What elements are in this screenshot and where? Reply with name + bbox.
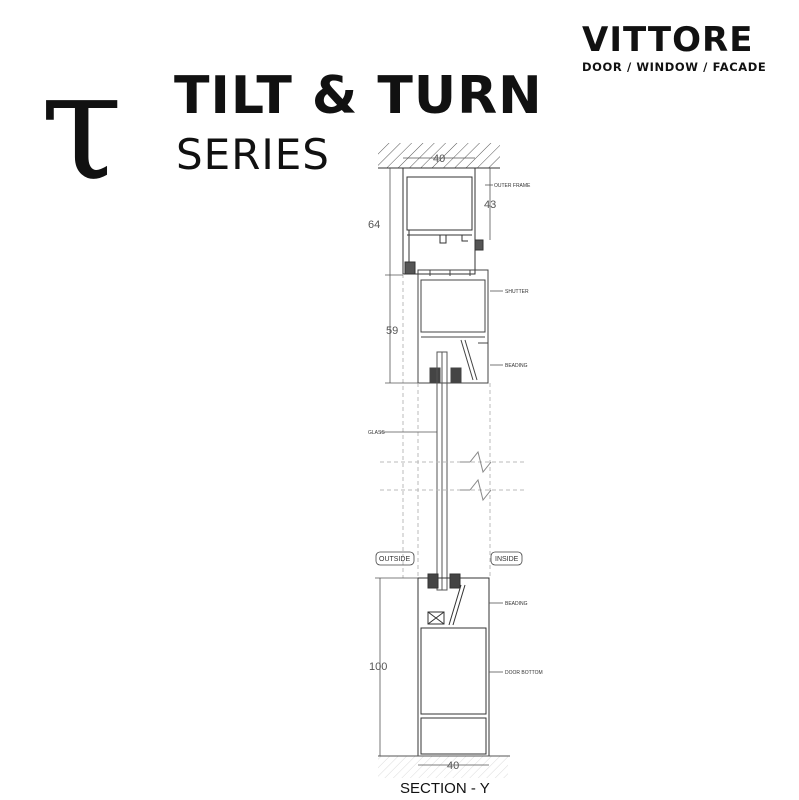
label-door-bottom: DOOR BOTTOM	[505, 670, 543, 676]
label-beading-top: BEADING	[505, 363, 528, 369]
guide-lines	[380, 274, 525, 578]
dim-bottom-width: 40	[447, 760, 459, 772]
shutter-profile	[417, 269, 489, 384]
dim-shutter-height: 59	[386, 325, 398, 337]
dim-frame-height: 64	[368, 219, 380, 231]
page-subtitle: SERIES	[176, 130, 330, 179]
page-title: TILT & TURN	[174, 66, 543, 126]
label-beading-bottom: BEADING	[505, 601, 528, 607]
glass-pane	[436, 351, 448, 591]
brand-tagline: DOOR / WINDOW / FACADE	[582, 60, 767, 74]
brand-name: VITTORE	[582, 20, 754, 60]
door-bottom-profile	[417, 573, 490, 757]
brand-logo: VITTORE DOOR / WINDOW / FACADE	[582, 22, 782, 74]
tau-symbol: τ	[40, 40, 123, 214]
dim-frame-right: 43	[484, 199, 496, 211]
label-shutter: SHUTTER	[505, 289, 529, 295]
outer-frame-profile	[402, 167, 484, 275]
label-inside: INSIDE	[495, 556, 519, 563]
label-outer-frame: OUTER FRAME	[494, 183, 531, 189]
label-outside: OUTSIDE	[379, 556, 410, 563]
dimension-lines	[375, 157, 503, 766]
floor-hatch	[378, 756, 508, 778]
dim-top-width: 40	[433, 153, 445, 165]
dim-bottom-height: 100	[369, 661, 387, 673]
ceiling-hatch	[378, 143, 500, 168]
break-line	[460, 450, 492, 502]
label-glass: GLASS	[368, 430, 385, 436]
section-caption: SECTION - Y	[400, 780, 490, 797]
